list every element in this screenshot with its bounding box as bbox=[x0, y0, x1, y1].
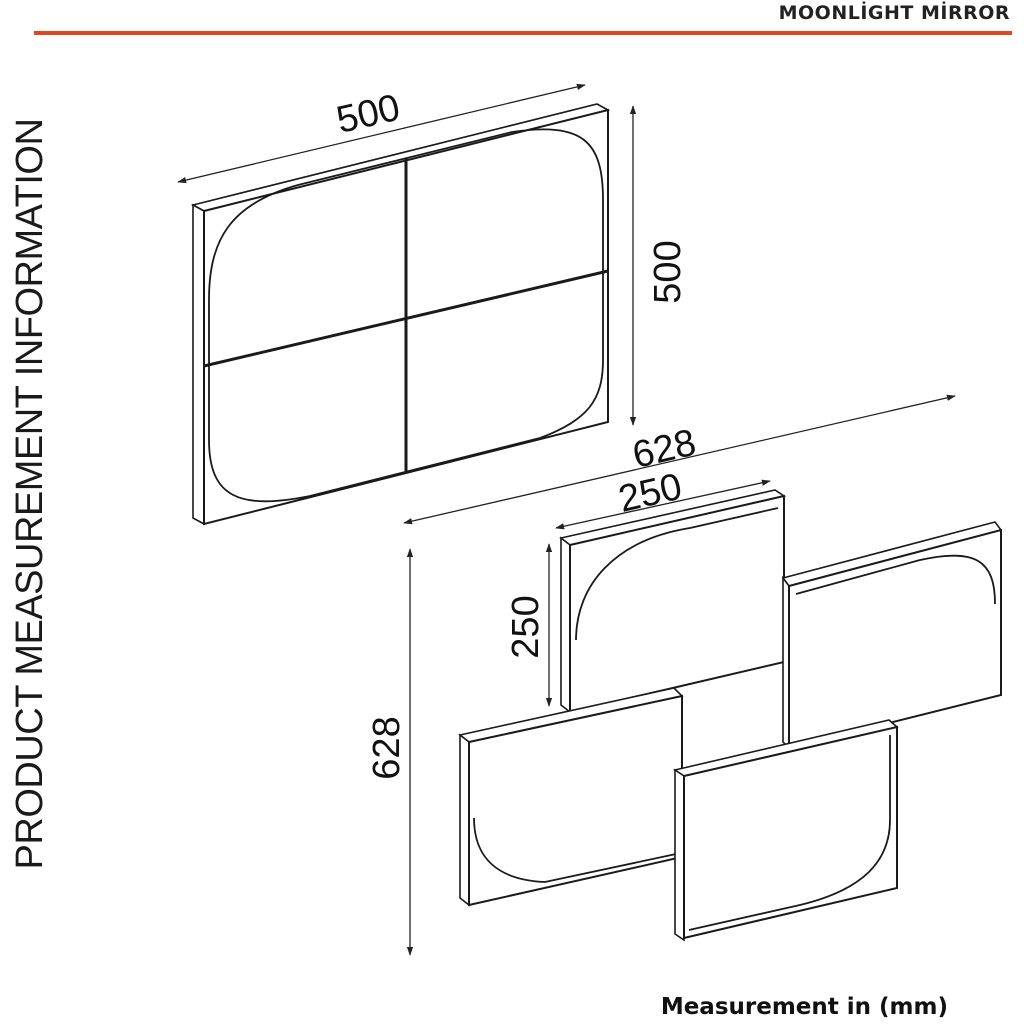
expanded-panel-right bbox=[781, 521, 1003, 750]
title-rule bbox=[34, 31, 1012, 35]
expanded-panel-bottom-face bbox=[683, 725, 898, 940]
expanded-width-dimension-line bbox=[403, 394, 956, 525]
assembled-horizontal-seam bbox=[203, 269, 609, 368]
expanded-panel-left bbox=[458, 687, 684, 907]
assembled-mirror bbox=[190, 103, 611, 526]
assembled-width-label: 500 bbox=[333, 87, 404, 142]
panel-height-label: 250 bbox=[505, 595, 547, 658]
expanded-panel-right-face bbox=[788, 528, 1002, 750]
panel-width-dimension-line bbox=[555, 479, 771, 530]
assembled-height-label: 500 bbox=[647, 240, 689, 303]
expanded-height-label: 628 bbox=[366, 716, 408, 779]
expanded-panel-top bbox=[559, 489, 786, 714]
expanded-panel-bottom-curve bbox=[688, 735, 891, 931]
expanded-panel-right-curve bbox=[795, 554, 996, 605]
assembled-mirror-outline bbox=[208, 128, 604, 503]
assembled-width-dimension-line bbox=[177, 83, 586, 184]
measurement-unit-note: Measurement in (mm) bbox=[660, 994, 948, 1020]
assembled-side-edge bbox=[192, 203, 205, 526]
expanded-panel-top-curve bbox=[575, 507, 779, 641]
expanded-panel-bottom bbox=[673, 719, 899, 942]
expanded-panel-left-curve bbox=[473, 817, 677, 883]
product-title: MOONLİGHT MİRROR bbox=[778, 2, 1010, 24]
